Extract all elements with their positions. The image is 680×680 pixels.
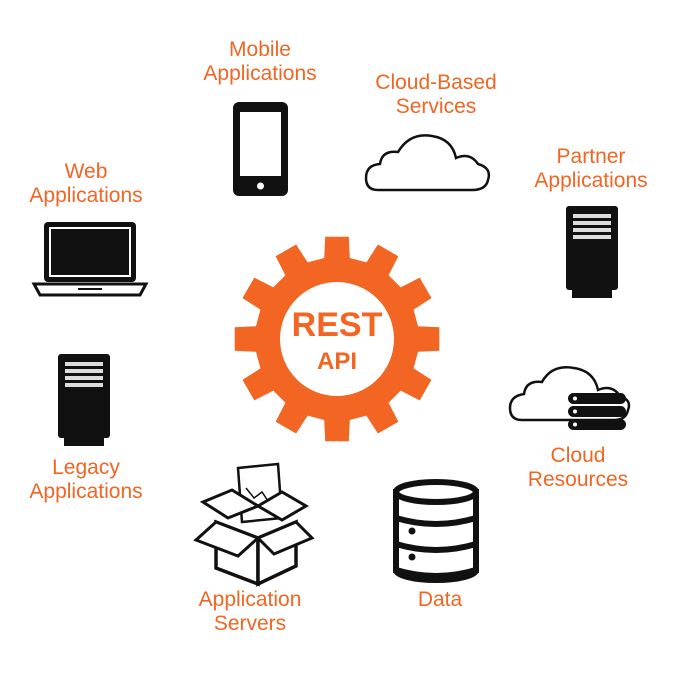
- cloud-icon: [364, 134, 491, 192]
- cloud-database-icon: [508, 366, 631, 430]
- label-data: Data: [417, 588, 463, 611]
- server-tower-icon: [58, 354, 110, 446]
- center-title-line2: API: [317, 348, 357, 375]
- database-icon: [393, 479, 479, 583]
- server-tower-icon: [566, 206, 618, 298]
- open-box-icon: [193, 462, 315, 587]
- center-title-line1: REST: [292, 306, 383, 344]
- smartphone-icon: [233, 102, 288, 196]
- laptop-icon: [31, 222, 149, 297]
